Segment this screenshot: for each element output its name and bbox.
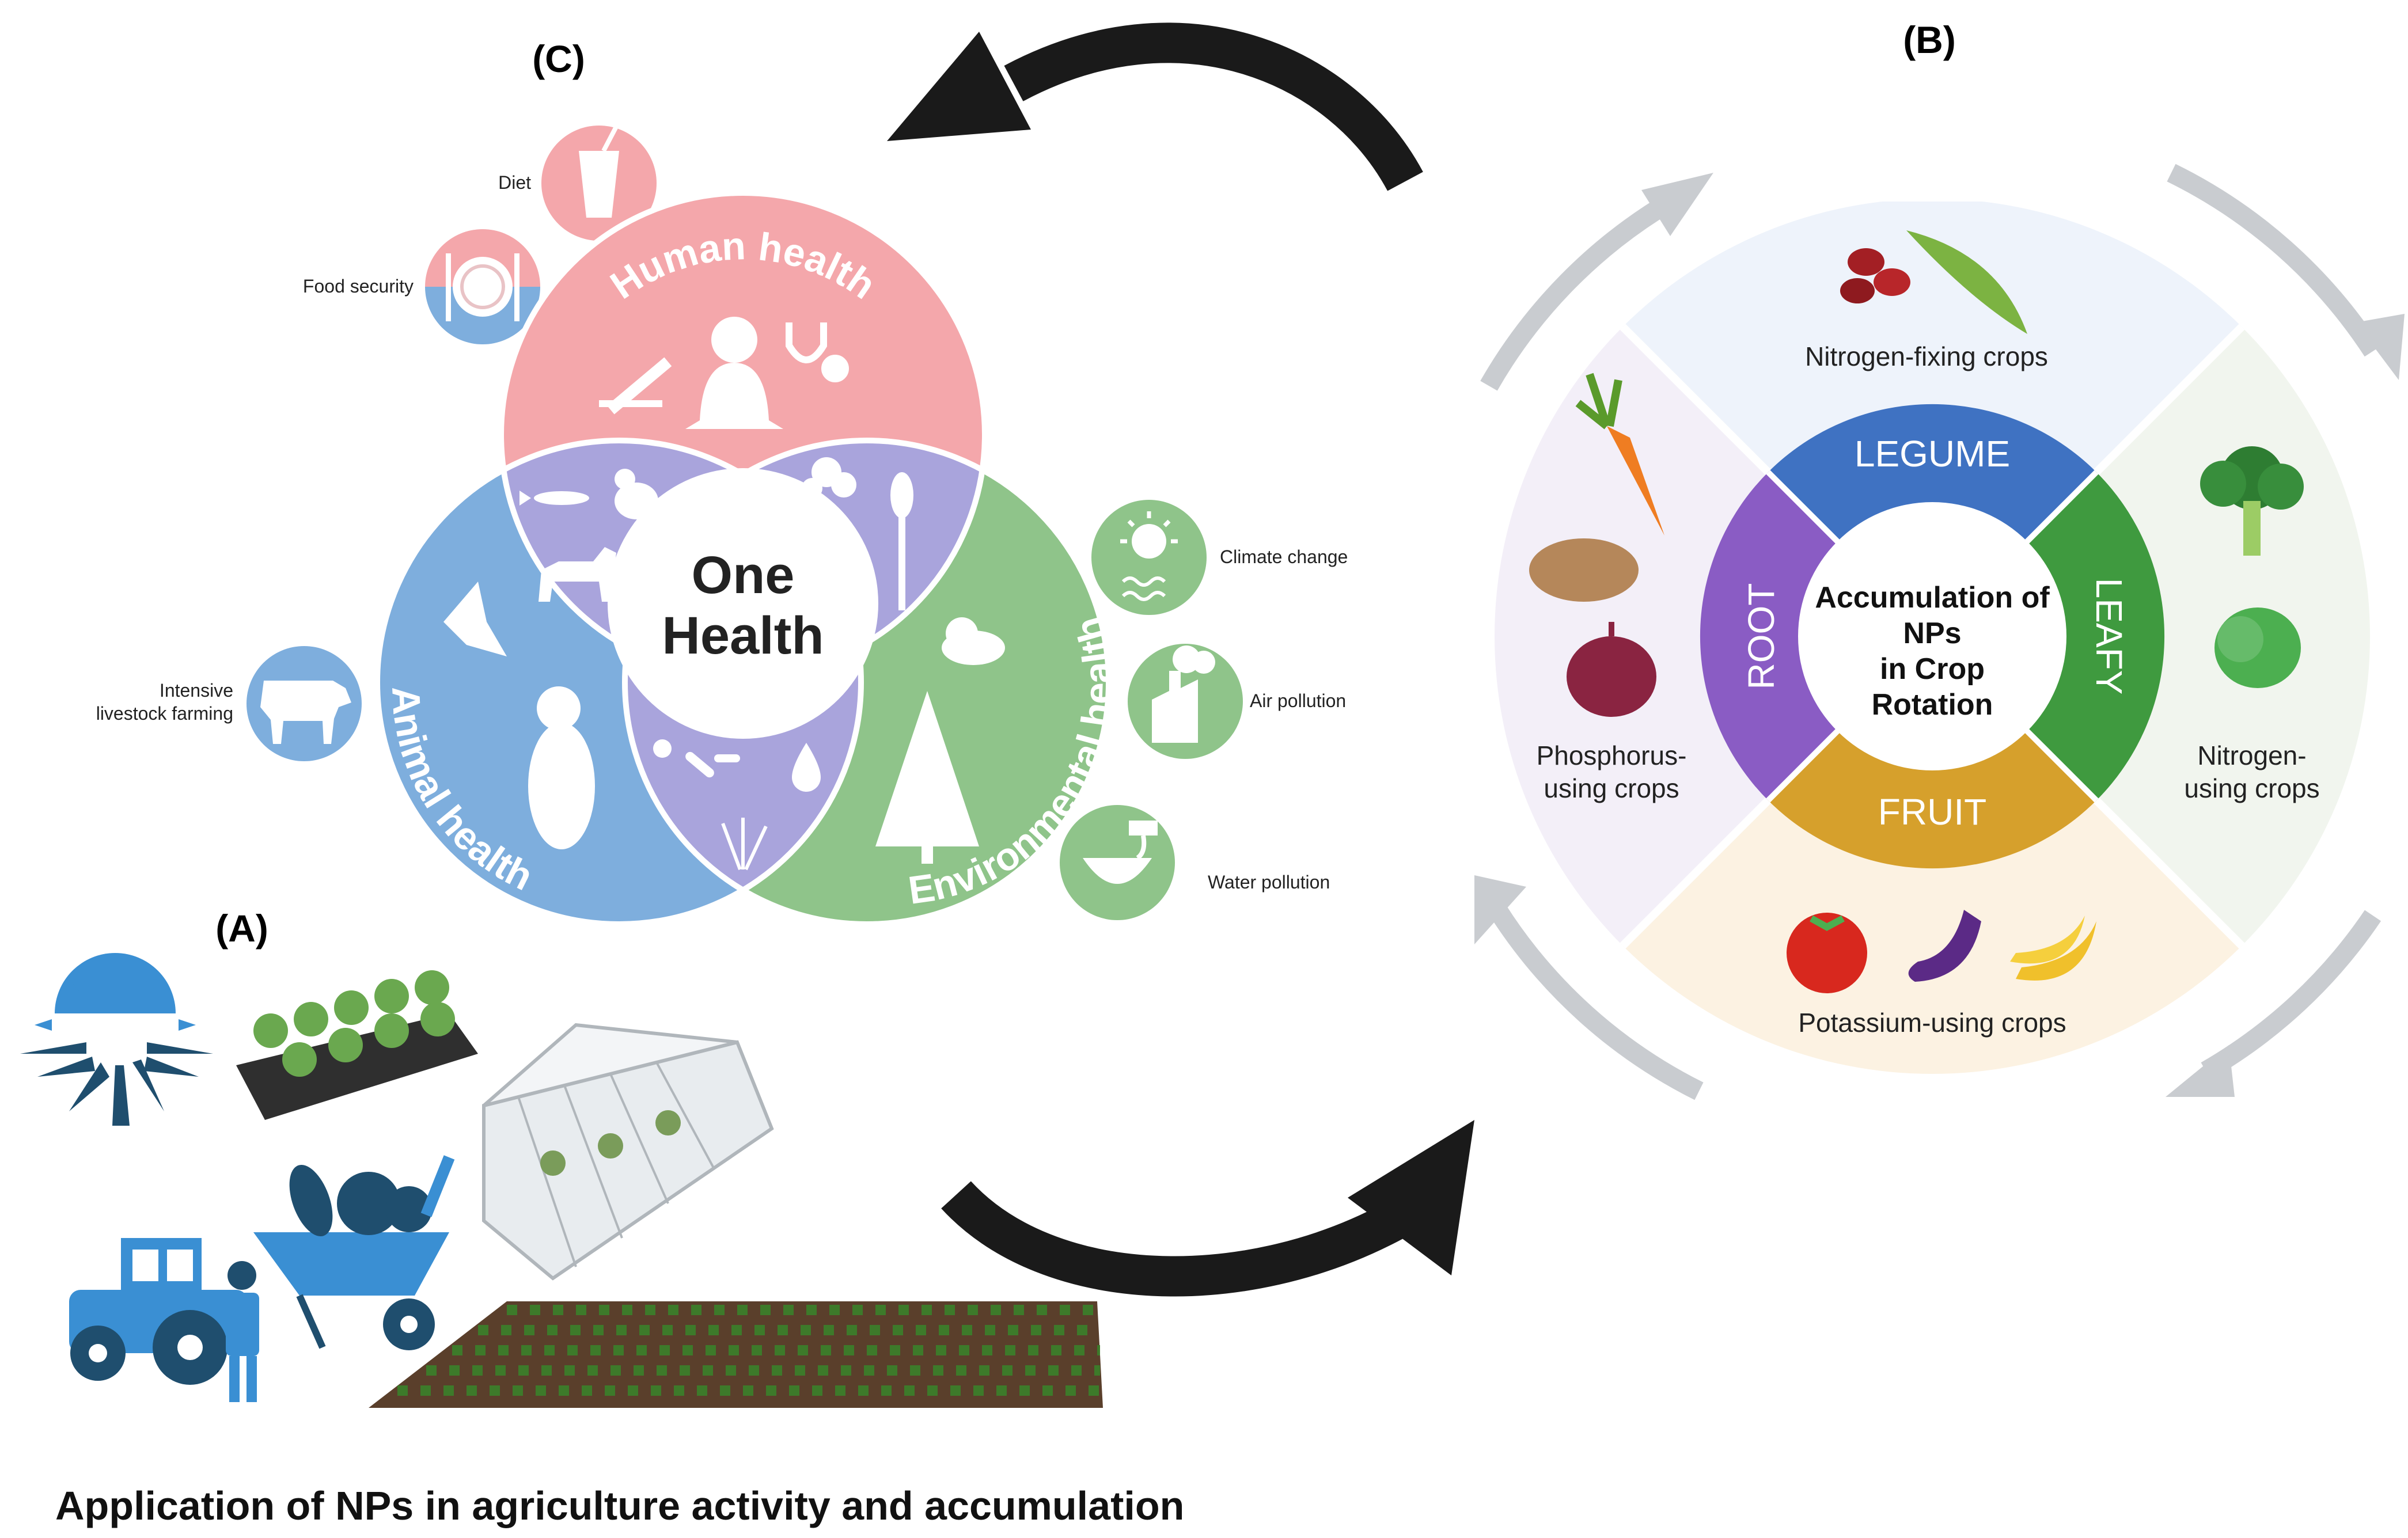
microbe-icon [653,739,740,778]
farmer-icon [226,1261,259,1402]
tree-branch-icon [802,457,856,499]
climate-change-icon [1091,500,1207,615]
label-nitrogen-using-2: using crops [2184,773,2319,803]
broccoli-icon [2200,446,2304,556]
fruit-label: FRUIT [1878,791,1986,833]
root-label: ROOT [1740,583,1782,690]
agriculture-illustration [20,953,1103,1408]
water-pollution-icon [1060,805,1175,920]
label-livestock-1: Intensive [160,680,233,701]
sun-field-icon [20,953,213,1126]
curved-arrow-bottom [941,1120,1474,1297]
cloud-wind-icon [942,617,1005,665]
figure-caption: Application of NPs in agriculture activi… [55,1483,1185,1528]
rotation-arrows [1480,164,2382,1100]
baby-icon [685,317,783,429]
legume-segment [1768,404,2096,559]
one-health-title-2: Health [662,606,824,665]
rotation-arrowhead-3 [2166,1045,2235,1097]
diet-icon [541,126,657,241]
banana-icon [2010,916,2096,981]
potato-icon [1529,538,1639,602]
label-livestock-2: livestock farming [96,703,233,724]
cow-icon [247,646,362,761]
rotation-arrowhead-4 [1474,875,1526,944]
center-line-2: NPs [1903,617,1961,650]
water-drop-icon [792,743,821,792]
chicken-icon [615,469,658,519]
fruit-segment [1768,714,2096,869]
label-air-pollution: Air pollution [1250,690,1346,711]
label-phosphorus-2: using crops [1544,773,1679,803]
kidney-beans-icon [1840,248,1910,303]
toothbrush-icon [599,357,672,415]
leafy-label: LEAFY [2088,578,2130,695]
root-segment [1700,472,1855,800]
stethoscope-icon [786,322,849,382]
rotation-arrowhead-2 [2356,314,2405,380]
center-line-1: Accumulation of [1815,581,2050,614]
crop-field-icon [369,1301,1103,1408]
panel-label-b: (B) [1903,18,1956,61]
seedling-tray-icon [236,970,478,1120]
label-water-pollution: Water pollution [1208,872,1330,893]
rotation-arrowhead-1 [1641,173,1713,236]
food-security-icon [425,229,540,344]
rotation-center [1798,502,2066,770]
label-climate-change: Climate change [1220,546,1348,567]
dog-icon [539,547,616,602]
carrot-icon [1575,373,1664,536]
legume-label: LEGUME [1855,433,2010,474]
one-health-title-1: One [692,546,795,605]
label-phosphorus-1: Phosphorus- [1537,740,1687,770]
greenhouse-icon [482,1023,774,1281]
label-nitrogen-fixing: Nitrogen-fixing crops [1805,341,2048,371]
bat-icon [443,582,507,656]
lettuce-icon [2214,607,2301,688]
grass-icon [721,818,768,871]
one-health-venn: Diet Food security Intensive livestock f… [96,126,1348,927]
tomato-icon [1787,913,1867,993]
center-line-3: in Crop [1880,652,1985,686]
pea-pod-icon [1906,230,2027,334]
corn-plant-icon [890,472,913,610]
eggplant-icon [1908,910,1981,982]
onion-icon [1567,622,1656,717]
label-diet: Diet [498,172,531,193]
air-pollution-icon [1128,644,1243,759]
tractor-icon [69,1238,248,1385]
fish-icon [519,491,589,506]
one-health-center [608,468,878,739]
label-nitrogen-using-1: Nitrogen- [2197,740,2306,770]
penguin-icon [528,686,595,849]
wheelbarrow-icon [253,1155,455,1350]
panel-label-a: (A) [215,907,268,950]
crop-rotation-wheel: LEGUME FRUIT LEAFY ROOT Accumulation of … [1474,164,2405,1100]
leafy-segment [2010,472,2165,800]
curved-arrow-top [887,22,1423,191]
pine-tree-icon [875,691,979,864]
label-food-security: Food security [303,276,414,297]
panel-label-c: (C) [532,37,585,80]
center-line-4: Rotation [1872,688,1993,721]
label-potassium: Potassium-using crops [1798,1008,2066,1038]
